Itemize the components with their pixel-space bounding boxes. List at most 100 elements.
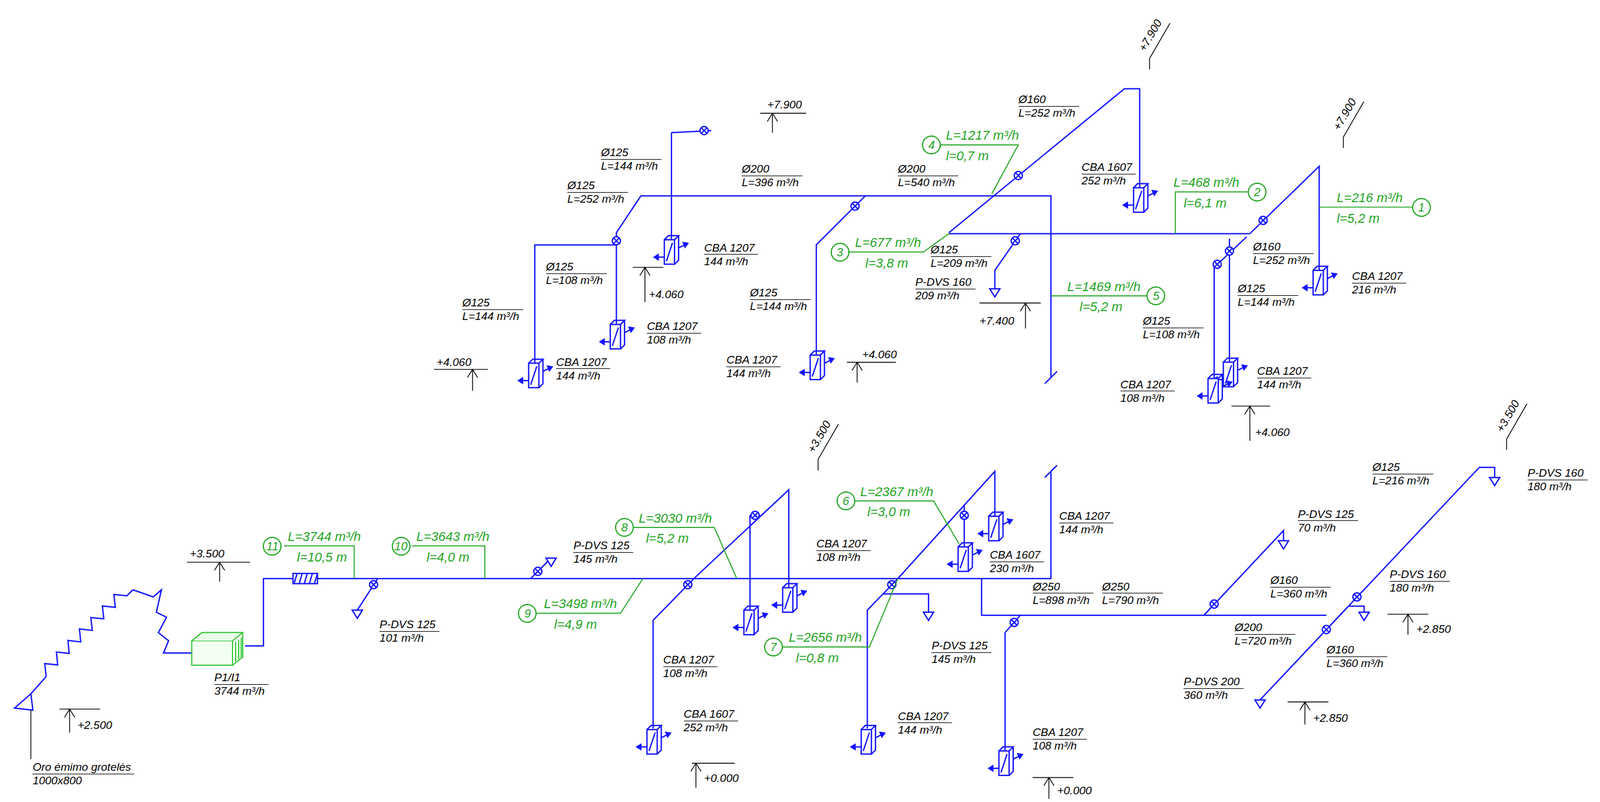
- label-upper: Ø250: [1032, 580, 1094, 594]
- level-text: +2.850: [1416, 623, 1451, 636]
- label-lower: 252 m³/h: [683, 721, 729, 735]
- label-lower: 360 m³/h: [1183, 689, 1228, 702]
- callout-circle: 10: [391, 536, 411, 556]
- label-lower: 145 m³/h: [573, 553, 618, 566]
- label-lower: L=540 m³/h: [897, 176, 955, 190]
- label-upper: CBA 1207: [646, 320, 702, 334]
- label-upper: Ø160: [1270, 574, 1331, 588]
- label-upper: P-DVS 125: [573, 539, 634, 553]
- length-label: l=5,2 m: [1336, 211, 1380, 226]
- label-upper: CBA 1207: [703, 242, 759, 256]
- callout-number: 3: [836, 246, 844, 259]
- callout-number: 7: [769, 640, 777, 653]
- label-lower: 101 m³/h: [379, 632, 424, 645]
- label-lower: 108 m³/h: [1120, 392, 1165, 405]
- length-label: l=4,0 m: [426, 550, 470, 565]
- level-text: +7.900: [1136, 17, 1165, 54]
- label-upper: Ø125: [546, 260, 607, 274]
- callout-circle: 5: [1146, 286, 1166, 306]
- label-upper: P-DVS 160: [1389, 568, 1450, 582]
- label-lower: 180 m³/h: [1527, 480, 1572, 494]
- flow-label: L=2656 m³/h: [788, 630, 862, 645]
- label-lower: 252 m³/h: [1081, 174, 1126, 188]
- length-label: l=0,7 m: [946, 149, 990, 164]
- flow-label: L=2367 m³/h: [860, 484, 934, 499]
- label-lower: L=396 m³/h: [741, 176, 799, 190]
- level-text: +7.400: [979, 315, 1015, 328]
- callout-number: 8: [620, 521, 628, 534]
- label-lower: 108 m³/h: [663, 667, 708, 680]
- label-lower: L=144 m³/h: [600, 160, 659, 173]
- label-lower: 70 m³/h: [1297, 521, 1336, 535]
- label-lower: 1000x800: [32, 774, 82, 788]
- label-upper: P-DVS 125: [379, 618, 440, 632]
- flow-label: L=3744 m³/h: [287, 529, 361, 544]
- level-text: +2.500: [77, 719, 113, 732]
- flow-label: L=3030 m³/h: [638, 511, 712, 526]
- label-upper: CBA 1607: [1081, 161, 1136, 175]
- label-upper: Ø160: [1253, 240, 1314, 254]
- length-label: l=0,8 m: [795, 650, 839, 666]
- label-upper: CBA 1207: [726, 354, 781, 368]
- label-lower: L=216 m³/h: [1372, 474, 1430, 488]
- label-lower: 144 m³/h: [897, 724, 942, 737]
- label-lower: L=790 m³/h: [1102, 594, 1160, 607]
- callout-number: 5: [1152, 289, 1160, 302]
- label-lower: L=144 m³/h: [1237, 296, 1295, 309]
- air-handling-unit: P1/I13744 m³/h: [189, 630, 246, 667]
- callout-circle: 6: [836, 491, 856, 511]
- level-text: +4.060: [862, 348, 898, 362]
- callout-number: 11: [266, 540, 279, 552]
- label-lower: 180 m³/h: [1389, 582, 1434, 595]
- label-upper: Ø200: [897, 163, 959, 177]
- label-lower: L=720 m³/h: [1234, 635, 1292, 648]
- ahu-box: [189, 630, 246, 667]
- label-upper: Ø125: [1237, 282, 1299, 296]
- label-upper: P-DVS 200: [1183, 675, 1244, 689]
- level-text: +3.500: [805, 418, 833, 455]
- label-lower: 230 m³/h: [989, 562, 1034, 575]
- flow-label: L=1217 m³/h: [946, 128, 1020, 143]
- label-upper: P-DVS 160: [915, 276, 976, 290]
- label-upper: Ø125: [462, 296, 524, 310]
- unit-label: P1/I1: [214, 671, 269, 685]
- label-upper: CBA 1207: [816, 537, 871, 551]
- label-upper: P-DVS 160: [1527, 467, 1588, 481]
- label-lower: L=252 m³/h: [1253, 254, 1311, 267]
- level-text: +0.000: [703, 772, 739, 785]
- label-lower: 144 m³/h: [1257, 378, 1302, 392]
- label-upper: Ø125: [1142, 315, 1204, 329]
- label-upper: Ø125: [567, 179, 628, 193]
- length-label: l=3,8 m: [865, 256, 909, 271]
- length-label: l=5,2 m: [1079, 299, 1123, 314]
- label-lower: 108 m³/h: [1032, 739, 1077, 753]
- callout-circle: 1: [1412, 197, 1431, 217]
- label-upper: Ø160: [1018, 93, 1080, 107]
- length-label: l=10,5 m: [296, 550, 347, 565]
- callout-leaders: [283, 144, 1413, 647]
- label-lower: L=360 m³/h: [1270, 587, 1328, 601]
- level-text: +4.060: [649, 288, 684, 302]
- flow-label: L=468 m³/h: [1173, 175, 1240, 190]
- callout-number: 6: [842, 494, 849, 507]
- callout-circle: 2: [1247, 182, 1267, 202]
- label-upper: Ø125: [930, 243, 992, 257]
- label-upper: Ø200: [741, 163, 803, 177]
- label-lower: L=360 m³/h: [1326, 657, 1384, 670]
- label-lower: L=898 m³/h: [1032, 594, 1090, 607]
- label-upper: Oro ėmimo grotelės: [32, 761, 135, 775]
- label-upper: CBA 1207: [1120, 378, 1175, 392]
- flow-label: L=216 m³/h: [1336, 190, 1403, 206]
- callout-number: 4: [928, 139, 935, 151]
- label-lower: L=144 m³/h: [462, 310, 520, 323]
- callout-circle: 11: [262, 536, 282, 556]
- label-upper: Ø160: [1326, 643, 1388, 657]
- label-upper: CBA 1207: [1257, 365, 1312, 379]
- level-text: +0.000: [1056, 784, 1092, 798]
- level-text: +4.060: [1254, 426, 1290, 439]
- label-upper: CBA 1207: [1351, 270, 1407, 284]
- length-label: l=3,0 m: [867, 504, 911, 519]
- label-upper: CBA 1207: [1059, 510, 1114, 524]
- flow-label: L=3498 m³/h: [543, 596, 617, 611]
- label-upper: Ø125: [1372, 461, 1434, 475]
